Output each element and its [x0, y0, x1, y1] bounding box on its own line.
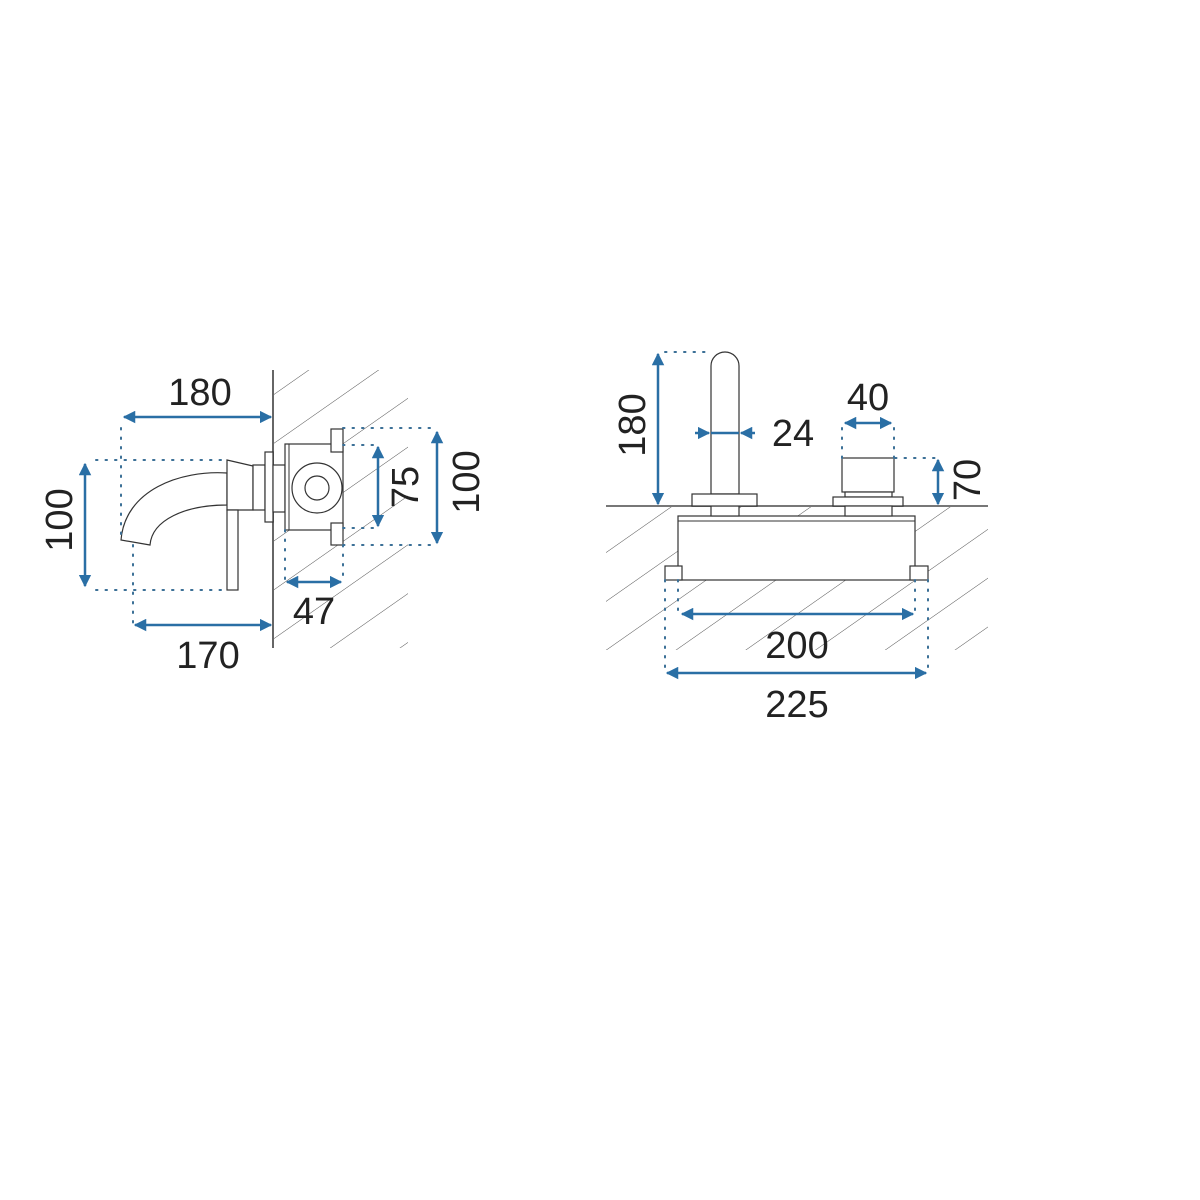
concealed-box	[677, 515, 916, 581]
dim-label-spout-diameter: 24	[772, 413, 814, 455]
dim-label-handle-diameter: 40	[847, 377, 889, 419]
spout	[120, 472, 228, 546]
handle	[841, 457, 895, 493]
spout-front	[710, 351, 740, 495]
cartridge-inner	[304, 475, 330, 501]
spout-body	[226, 459, 254, 511]
box-tab-left	[664, 565, 683, 581]
front-view: 180 24 40 70 200 225	[606, 351, 989, 726]
box-tab-bottom	[330, 522, 344, 546]
side-view: 180 100 170 47 75 100	[39, 370, 488, 677]
box-tab-top	[330, 428, 344, 453]
box-tab-right	[909, 565, 929, 581]
wall-flange	[264, 451, 274, 523]
dim-label-box-inner-height: 75	[385, 466, 427, 508]
dim-label-handle-height: 70	[947, 459, 989, 501]
lever	[226, 509, 239, 591]
dim-label-box-outer-height: 100	[446, 450, 488, 513]
dim-label-height-spout: 100	[39, 488, 81, 551]
dim-label-spout-reach: 170	[176, 635, 239, 677]
dim-label-box-depth: 47	[293, 591, 335, 633]
handle-stem	[844, 505, 893, 517]
handle-base	[832, 496, 904, 507]
dim-label-spout-height: 180	[612, 393, 654, 456]
connector	[252, 464, 266, 511]
handle-collar	[844, 491, 893, 498]
spout-base	[691, 493, 758, 507]
connector-rear	[272, 464, 286, 513]
spout-stem	[710, 505, 740, 517]
dim-label-box-outer-width: 225	[765, 684, 828, 726]
dim-label-projection: 180	[168, 372, 231, 414]
dim-label-box-inner-width: 200	[765, 625, 828, 667]
